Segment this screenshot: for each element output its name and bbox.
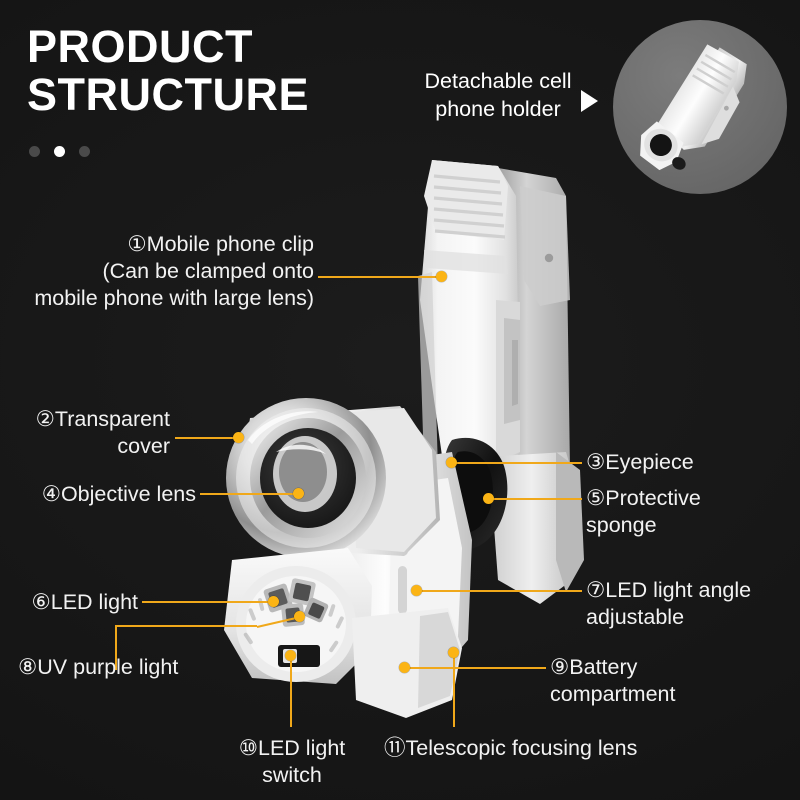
hotspot-dot-9 bbox=[399, 662, 410, 673]
leader-line-8-horizontal bbox=[115, 625, 257, 627]
pagination-dot-2-active[interactable] bbox=[54, 146, 65, 157]
hotspot-dot-10 bbox=[285, 650, 296, 661]
hotspot-dot-4 bbox=[293, 488, 304, 499]
hotspot-dot-5 bbox=[483, 493, 494, 504]
leader-line-4 bbox=[200, 493, 298, 495]
carousel-pagination[interactable] bbox=[29, 146, 90, 157]
inset-caption-detachable-holder: Detachable cell phone holder bbox=[424, 69, 572, 121]
leader-line-3 bbox=[450, 462, 582, 464]
leader-line-1 bbox=[318, 276, 440, 278]
pagination-dot-1[interactable] bbox=[29, 146, 40, 157]
leader-line-2 bbox=[175, 437, 237, 439]
page-title: PRODUCT STRUCTURE bbox=[27, 21, 309, 120]
callout-label-10-led-light-switch: ⑩LED light switch bbox=[238, 736, 346, 788]
hotspot-dot-3 bbox=[446, 457, 457, 468]
leader-line-9 bbox=[404, 667, 546, 669]
leader-line-8-vertical bbox=[115, 625, 117, 670]
callout-label-5-protective-sponge: ⑤Protective sponge bbox=[586, 486, 701, 538]
hotspot-dot-8 bbox=[294, 611, 305, 622]
callout-label-6-led-light: ⑥LED light bbox=[31, 590, 138, 614]
hotspot-dot-2 bbox=[233, 432, 244, 443]
leader-line-7 bbox=[416, 590, 582, 592]
triangle-right-icon bbox=[581, 90, 598, 112]
hotspot-dot-1 bbox=[436, 271, 447, 282]
callout-label-1-mobile-phone-clip: ①Mobile phone clip (Can be clamped onto … bbox=[34, 232, 314, 311]
inset-photo-phone-holder bbox=[613, 20, 787, 194]
callout-label-4-objective-lens: ④Objective lens bbox=[41, 482, 196, 506]
callout-label-3-eyepiece: ③Eyepiece bbox=[586, 450, 694, 474]
hotspot-dot-6 bbox=[268, 596, 279, 607]
leader-line-5 bbox=[488, 498, 582, 500]
leader-line-10 bbox=[290, 660, 292, 727]
callout-label-11-telescopic-focusing-lens: ⑪Telescopic focusing lens bbox=[384, 736, 638, 760]
callout-label-2-transparent-cover: ②Transparent cover bbox=[35, 407, 170, 459]
hotspot-dot-7 bbox=[411, 585, 422, 596]
hotspot-dot-11 bbox=[448, 647, 459, 658]
callout-label-7-led-light-angle-adjustable: ⑦LED light angle adjustable bbox=[586, 578, 752, 630]
pagination-dot-3[interactable] bbox=[79, 146, 90, 157]
callout-label-9-battery-compartment: ⑨Battery compartment bbox=[550, 655, 676, 707]
leader-line-11 bbox=[453, 652, 455, 727]
leader-line-6 bbox=[142, 601, 272, 603]
callout-label-8-uv-purple-light: ⑧UV purple light bbox=[18, 655, 179, 679]
